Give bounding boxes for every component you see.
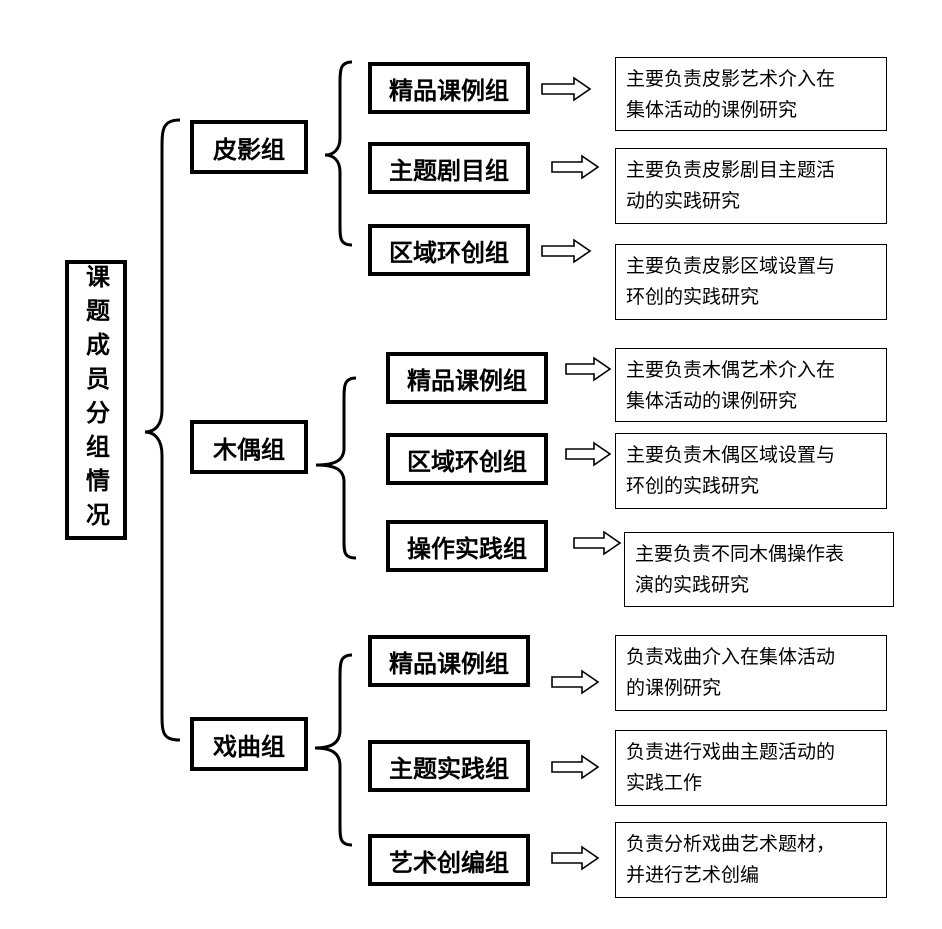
description-box: 主要负责木偶区域设置与 环创的实践研究 [615, 433, 887, 509]
subgroup-node: 主题剧目组 [368, 142, 530, 194]
subgroup-node: 主题实践组 [368, 740, 530, 792]
subgroup-node: 精品课例组 [386, 352, 548, 404]
subgroup-node: 区域环创组 [368, 224, 530, 276]
arrow-icon [551, 154, 600, 180]
arrow-icon [565, 356, 612, 382]
group-node-xiqu: 戏曲组 [190, 717, 308, 771]
root-node: 课题成员分组情况 [65, 260, 127, 540]
subgroup-node: 精品课例组 [368, 635, 530, 687]
subgroup-node: 艺术创编组 [368, 834, 530, 886]
arrow-icon [551, 845, 600, 871]
group-node-piying: 皮影组 [190, 120, 308, 174]
arrow-icon [551, 754, 600, 780]
arrow-icon [551, 669, 600, 695]
arrow-icon [541, 76, 592, 102]
description-box: 负责进行戏曲主题活动的 实践工作 [615, 730, 887, 806]
arrow-icon [541, 238, 592, 264]
group-brace-3 [314, 653, 353, 847]
description-box: 负责分析戏曲艺术题材， 并进行艺术创编 [615, 822, 887, 898]
group-brace-2 [315, 376, 357, 560]
arrow-icon [565, 441, 612, 467]
subgroup-node: 操作实践组 [386, 520, 548, 572]
arrow-icon [573, 530, 622, 556]
description-box: 负责戏曲介入在集体活动 的课例研究 [615, 635, 887, 711]
subgroup-node: 区域环创组 [386, 433, 548, 485]
group-brace-1 [324, 60, 353, 247]
subgroup-node: 精品课例组 [368, 62, 530, 114]
description-box: 主要负责木偶艺术介入在 集体活动的课例研究 [615, 348, 887, 422]
description-box: 主要负责皮影剧目主题活 动的实践研究 [615, 148, 887, 224]
group-node-muou: 木偶组 [190, 420, 308, 474]
description-box: 主要负责皮影艺术介入在 集体活动的课例研究 [615, 57, 887, 131]
description-box: 主要负责皮影区域设置与 环创的实践研究 [615, 244, 887, 320]
root-brace [144, 118, 181, 742]
description-box: 主要负责不同木偶操作表 演的实践研究 [624, 532, 894, 607]
